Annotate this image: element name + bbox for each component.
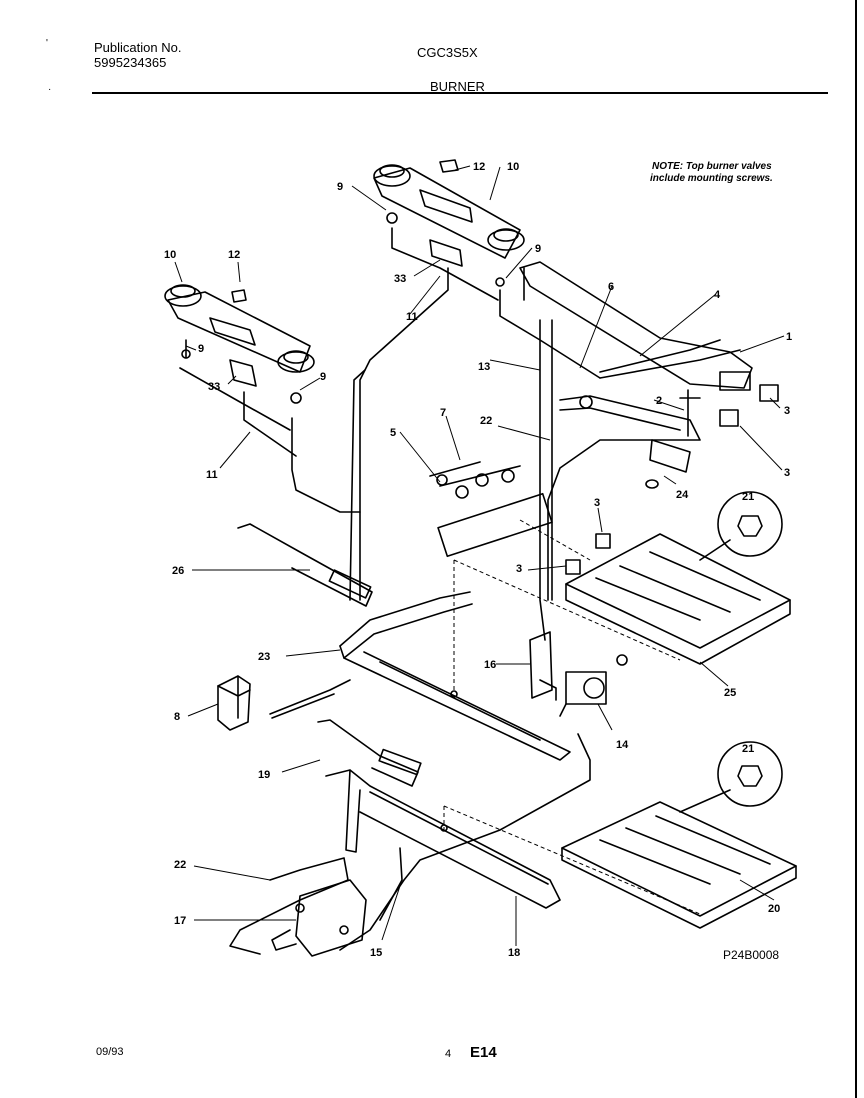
callout-3a: 3 <box>784 405 790 417</box>
manifold-assembly <box>519 261 779 641</box>
alignment-lines <box>443 519 701 915</box>
top-burner-assembly <box>349 159 601 601</box>
publication-label: Publication No. <box>94 40 182 55</box>
drawing-code: P24B0008 <box>723 948 780 962</box>
callout-1: 1 <box>786 331 792 343</box>
callout-19: 19 <box>258 769 270 781</box>
header-rule <box>92 92 828 94</box>
callout-9a: 9 <box>337 181 343 193</box>
callout-22a: 22 <box>480 415 492 427</box>
left-burner-assembly <box>164 284 361 513</box>
insert-21-upper <box>699 491 783 561</box>
callout-12b: 12 <box>228 249 240 261</box>
callout-10a: 10 <box>507 161 519 173</box>
footer-page-number: 4 <box>445 1048 452 1060</box>
callout-9b: 9 <box>535 243 541 255</box>
callout-33a: 33 <box>394 273 406 285</box>
tube-15b <box>379 847 403 921</box>
corner-mark-top: ' <box>46 38 48 49</box>
publication-number: 5995234365 <box>94 55 167 70</box>
callout-21a: 21 <box>742 491 754 503</box>
part-8 <box>217 675 251 731</box>
callout-3d: 3 <box>516 563 522 575</box>
valve-cluster <box>429 461 553 558</box>
oven-burner-tube-23 <box>339 591 571 761</box>
tube-22-lower <box>229 857 349 955</box>
broil-burner-18 <box>325 769 561 909</box>
callout-15: 15 <box>370 947 382 959</box>
callout-10b: 10 <box>164 249 176 261</box>
callout-24: 24 <box>676 489 689 501</box>
note-line-1: NOTE: Top burner valves <box>652 161 772 172</box>
callout-17: 17 <box>174 915 186 927</box>
igniter-19 <box>317 719 422 787</box>
callout-13: 13 <box>478 361 490 373</box>
callout-20: 20 <box>768 903 780 915</box>
note-line-2: include mounting screws. <box>650 173 773 184</box>
insert-21-lower <box>679 741 783 813</box>
callout-22b: 22 <box>174 859 186 871</box>
callout-23: 23 <box>258 651 270 663</box>
wire-harness <box>269 679 351 719</box>
callout-33b: 33 <box>208 381 220 393</box>
igniter-26 <box>237 523 373 607</box>
callout-18: 18 <box>508 947 520 959</box>
callout-7: 7 <box>440 407 446 419</box>
callout-4: 4 <box>714 289 721 301</box>
page-border <box>855 0 857 1098</box>
section-title: BURNER <box>430 79 485 94</box>
callout-8: 8 <box>174 711 180 723</box>
callout-3b: 3 <box>784 467 790 479</box>
tube-15 <box>339 733 591 951</box>
clip-3b <box>565 559 581 575</box>
bracket-16 <box>529 631 557 701</box>
callout-5: 5 <box>390 427 396 439</box>
callout-25: 25 <box>724 687 736 699</box>
callout-12a: 12 <box>473 161 485 173</box>
valve-17 <box>271 879 367 957</box>
callout-16: 16 <box>484 659 496 671</box>
callout-2: 2 <box>656 395 662 407</box>
callout-3c: 3 <box>594 497 600 509</box>
callout-9d: 9 <box>320 371 326 383</box>
model-number: CGC3S5X <box>417 45 478 60</box>
callout-11b: 11 <box>206 469 218 481</box>
footer-page-code: E14 <box>470 1044 497 1061</box>
leader-lines <box>174 165 785 946</box>
valve-14 <box>559 654 628 717</box>
fitting-24 <box>645 439 691 489</box>
callout-11a: 11 <box>406 311 418 323</box>
callout-26: 26 <box>172 565 184 577</box>
callout-6: 6 <box>608 281 614 293</box>
callout-14: 14 <box>616 739 629 751</box>
corner-mark-mid: · <box>48 84 52 95</box>
callout-9c: 9 <box>198 343 204 355</box>
clip-3 <box>595 533 611 549</box>
callout-21b: 21 <box>742 743 754 755</box>
burner-shield-25 <box>565 533 791 665</box>
pipe-22 <box>547 395 701 601</box>
footer-date: 09/93 <box>96 1046 124 1058</box>
burner-shield-20 <box>561 801 797 929</box>
